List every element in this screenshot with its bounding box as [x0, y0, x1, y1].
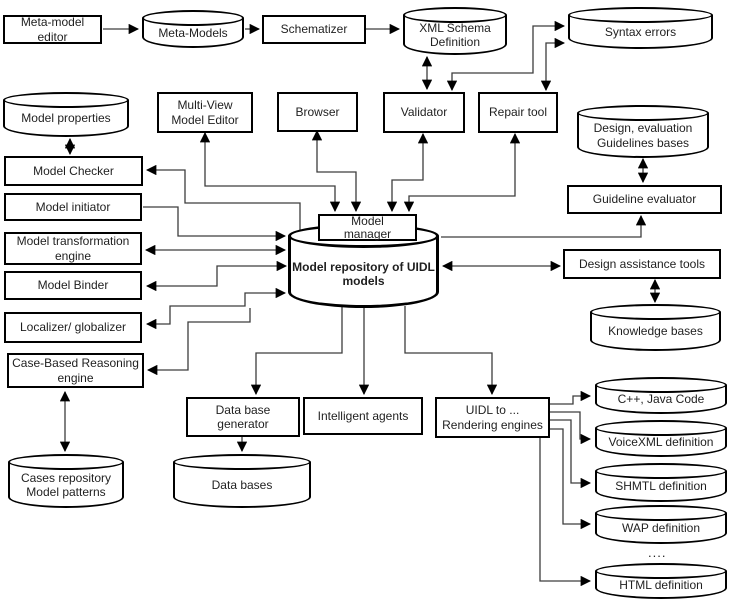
- box-meta-model-editor: Meta-model editor: [3, 15, 102, 44]
- arrow-repairtool-syntaxerrors: [540, 37, 566, 92]
- box-intelligent-agents: Intelligent agents: [303, 397, 423, 435]
- arrow-browser-manager: [311, 129, 362, 213]
- box-model-manager: Model manager: [318, 214, 417, 241]
- cylinder-top: [595, 505, 727, 521]
- db-design-evaluation-guidelines-bases-label: Design, evaluation Guidelines bases: [593, 121, 693, 150]
- db-cases-repository-model-patterns: Cases repository Model patterns: [8, 454, 124, 508]
- box-model-binder: Model Binder: [4, 271, 142, 300]
- box-guideline-evaluator: Guideline evaluator: [567, 185, 722, 214]
- db-wap-definition: WAP definition: [595, 505, 727, 544]
- box-multi-view-model-editor: Multi-View Model Editor: [157, 92, 253, 133]
- arrow-binder-repository: [145, 260, 288, 292]
- cylinder-top: [568, 7, 713, 23]
- arrow-uidl-to-shmtl: [550, 419, 592, 489]
- arrow-repository-to-casebased: [146, 308, 251, 376]
- cylinder-top: [590, 304, 721, 320]
- cylinder-top: [403, 7, 507, 23]
- cylinder-top: [595, 563, 727, 579]
- db-xml-schema-definition-label: XML Schema Definition: [419, 20, 491, 49]
- cylinder-top: [142, 10, 244, 26]
- arrow-repository-to-uidl: [404, 306, 498, 396]
- db-meta-models-label: Meta-Models: [158, 25, 228, 40]
- db-html-definition-label: HTML definition: [619, 577, 703, 592]
- arrow-repository-to-evaluator: [441, 214, 647, 238]
- db-syntax-errors: Syntax errors: [568, 7, 713, 49]
- arrow-uidl-to-html: [539, 438, 592, 587]
- cylinder-top: [595, 377, 727, 393]
- box-repair-tool: Repair tool: [478, 92, 558, 133]
- arrow-initiator-to-repository: [143, 206, 287, 242]
- cylinder-shape: [288, 236, 439, 308]
- db-syntax-errors-label: Syntax errors: [604, 24, 677, 39]
- cylinder-shape: [3, 100, 129, 137]
- db-model-properties: Model properties: [3, 92, 129, 137]
- cylinder-top: [3, 92, 129, 108]
- cylinder-top: [595, 463, 727, 479]
- arrow-uidl-to-wap: [550, 428, 592, 530]
- box-case-based-reasoning-engine: Case-Based Reasoning engine: [7, 353, 144, 388]
- db-html-definition: HTML definition: [595, 563, 727, 599]
- arrow-validator-syntaxerrors: [446, 20, 566, 92]
- db-voicexml-definition-label: VoiceXML definition: [608, 435, 714, 450]
- db-design-evaluation-guidelines-bases: Design, evaluation Guidelines bases: [577, 105, 709, 158]
- box-localizer-globalizer: Localizer/ globalizer: [4, 312, 142, 343]
- cylinder-top: [577, 105, 709, 121]
- cylinder-top: [8, 454, 124, 470]
- box-validator: Validator: [383, 92, 465, 133]
- db-cases-repository-model-patterns-label: Cases repository Model patterns: [20, 470, 112, 499]
- db-voicexml-definition: VoiceXML definition: [595, 420, 727, 457]
- arrow-repository-to-checker: [145, 164, 301, 245]
- cylinder-top: [595, 420, 727, 436]
- db-knowledge-bases: Knowledge bases: [590, 304, 721, 351]
- box-model-checker: Model Checker: [4, 156, 143, 186]
- db-xml-schema-definition: XML Schema Definition: [403, 7, 507, 55]
- db-data-bases: Data bases: [173, 454, 311, 508]
- arrow-validator-manager: [386, 132, 429, 213]
- box-design-assistance-tools: Design assistance tools: [563, 249, 721, 279]
- arrow-repairtool-manager: [403, 132, 521, 213]
- box-uidl-rendering-engines: UIDL to ... Rendering engines: [435, 397, 550, 438]
- cylinder-top: [173, 454, 311, 470]
- db-cpp-java-code: C++, Java Code: [595, 377, 727, 414]
- db-data-bases-label: Data bases: [211, 477, 273, 492]
- ellipsis-more-definitions: ....: [648, 545, 667, 560]
- db-meta-models: Meta-Models: [142, 10, 244, 48]
- db-cpp-java-code-label: C++, Java Code: [617, 392, 705, 407]
- db-model-properties-label: Model properties: [21, 111, 111, 126]
- arrow-repository-to-dbgenerator: [250, 306, 343, 396]
- cylinder-shape: [8, 462, 124, 508]
- db-shmtl-definition-label: SHMTL definition: [615, 479, 707, 494]
- db-knowledge-bases-label: Knowledge bases: [608, 324, 703, 339]
- db-model-repository-uidl-label: Model repository of UIDL models: [292, 259, 435, 288]
- db-shmtl-definition: SHMTL definition: [595, 463, 727, 502]
- box-schematizer: Schematizer: [262, 15, 366, 44]
- arrow-uidl-to-cpp: [550, 390, 592, 405]
- box-model-transformation-engine: Model transformation engine: [4, 232, 142, 265]
- box-browser: Browser: [277, 92, 358, 132]
- arrow-uidl-to-voicexml: [550, 411, 592, 445]
- box-model-initiator: Model initiator: [4, 193, 142, 221]
- db-wap-definition-label: WAP definition: [621, 521, 701, 536]
- box-data-base-generator: Data base generator: [186, 397, 300, 437]
- arrow-multiview-manager: [199, 131, 341, 213]
- arrow-localizer-repository: [145, 287, 287, 330]
